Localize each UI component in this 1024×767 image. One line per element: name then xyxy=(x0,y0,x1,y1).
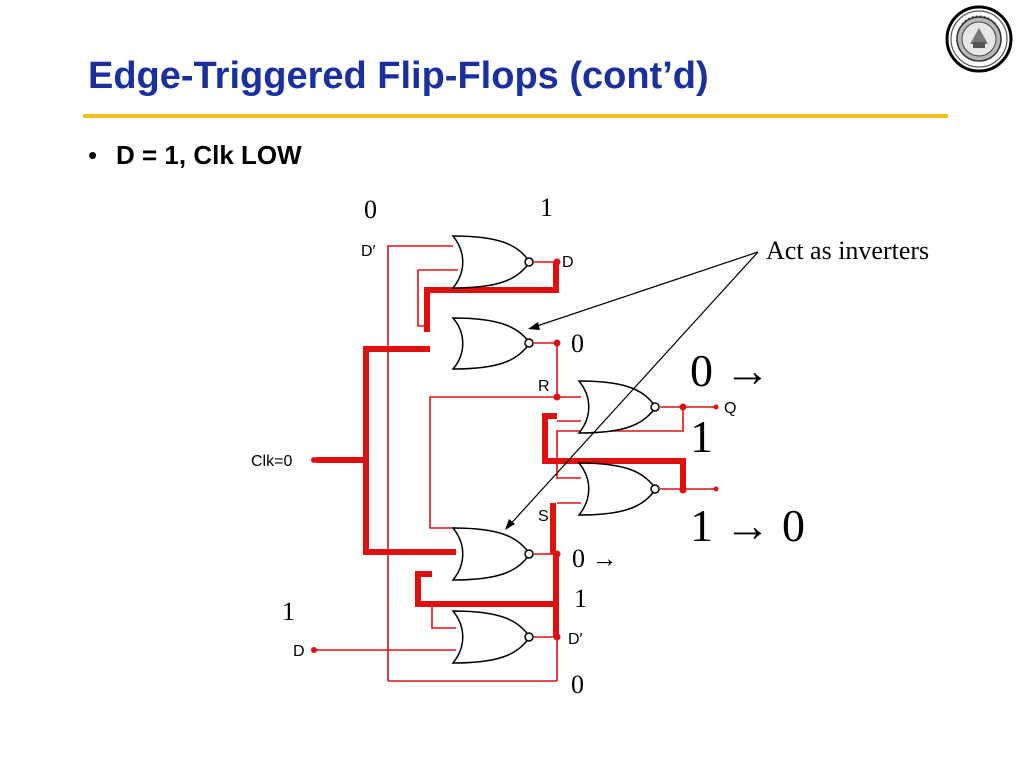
junction-dots xyxy=(311,258,719,653)
arrow-to-gate2 xyxy=(530,251,759,329)
wire-gate4-in1 xyxy=(431,605,456,629)
label-r: R xyxy=(538,378,550,395)
thick-wires xyxy=(316,262,686,637)
bullet-text: D = 1, Clk LOW xyxy=(116,140,302,170)
latch-nor-gate-a xyxy=(577,380,660,434)
bullet-dot-icon: • xyxy=(88,140,98,170)
arrowheads xyxy=(505,322,540,530)
output-qbar: 1 → 0 xyxy=(690,500,805,551)
university-seal-icon xyxy=(945,5,1013,73)
slide-title: Edge-Triggered Flip-Flops (cont’d) xyxy=(88,55,709,97)
nor-gate-4 xyxy=(451,610,534,664)
thick-wire-d-feedback xyxy=(424,262,559,332)
arrowhead-gate3 xyxy=(505,519,515,530)
top-value-right: 1 xyxy=(540,193,553,222)
output-q-a: 0 → xyxy=(690,345,771,396)
value-gate4-out: 0 xyxy=(571,670,584,699)
thick-wire-gate3-feedback xyxy=(415,554,559,607)
label-d-top: D xyxy=(562,254,574,271)
label-d-prime-bottom: D′ xyxy=(568,631,583,648)
value-gate3-out-b: 1 xyxy=(574,584,587,613)
label-clk: Clk=0 xyxy=(251,453,292,470)
nor-gate-1 xyxy=(451,235,534,289)
label-s: S xyxy=(538,508,549,525)
top-value-left: 0 xyxy=(364,195,377,224)
bullet-item: • D = 1, Clk LOW xyxy=(88,138,302,172)
label-q: Q xyxy=(724,400,736,417)
label-d-bottom: D xyxy=(293,643,305,660)
annotation-text: Act as inverters xyxy=(766,236,929,265)
arrow-to-gate3 xyxy=(506,251,759,529)
annotation-arrows xyxy=(506,251,759,529)
output-q-b: 1 xyxy=(690,411,713,462)
wire-q-feedback xyxy=(556,407,684,479)
nor-gate-3 xyxy=(451,527,534,581)
diagram-labels: 0 1 D′ D R Q S Clk=0 D D′ 0 0 → 1 0 1 0 … xyxy=(251,193,929,699)
value-gate3-out-a: 0 → xyxy=(572,544,618,573)
label-d-prime-top: D′ xyxy=(361,243,376,260)
thick-wire-qbar-feedback xyxy=(542,413,686,490)
title-rule xyxy=(83,114,948,118)
value-d-in: 1 xyxy=(282,597,295,626)
value-gate2-out: 0 xyxy=(571,329,584,358)
thick-wire-clk-bus xyxy=(363,346,456,555)
nor-gate-2 xyxy=(451,317,534,370)
wire-dprime-loop xyxy=(387,245,453,681)
wire-r-to-gate3 xyxy=(429,396,557,529)
latch-nor-gate-b xyxy=(577,462,660,516)
arrowhead-gate2 xyxy=(528,322,540,330)
gates xyxy=(451,235,660,664)
